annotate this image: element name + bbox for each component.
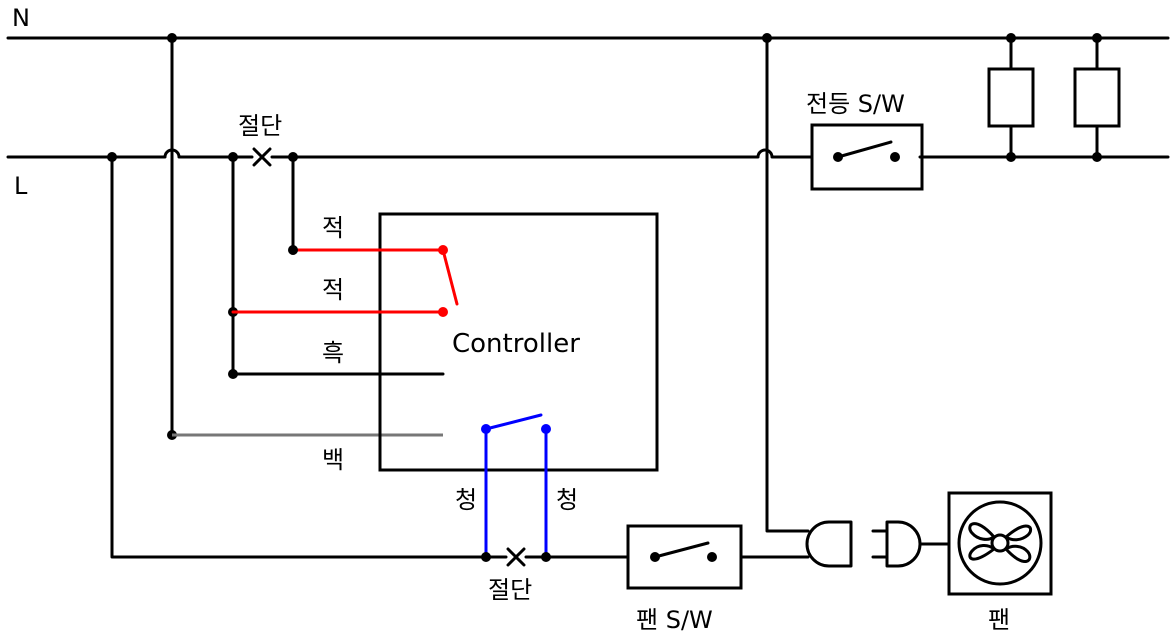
plug-icon <box>871 520 922 568</box>
wire-label-blue-right: 청 <box>556 486 578 514</box>
lamp-2 <box>1073 33 1121 162</box>
wire-label-red-2: 적 <box>322 276 344 304</box>
fan-icon <box>947 491 1053 596</box>
fan-switch-label: 팬 S/W <box>636 606 713 634</box>
blue-relay-contact <box>484 413 543 431</box>
live-line <box>6 148 1170 159</box>
wire-label-black: 흑 <box>322 339 344 367</box>
line-l-label: L <box>14 172 28 200</box>
controller-box <box>378 212 659 472</box>
light-switch-label: 전등 S/W <box>806 90 905 118</box>
fan-switch-box <box>626 524 743 590</box>
fan-label: 팬 <box>988 606 1010 634</box>
controller-label: Controller <box>452 329 580 359</box>
line-n-label: N <box>12 4 30 32</box>
lamp-1 <box>987 33 1035 162</box>
cut-mark-bottom <box>506 547 526 567</box>
neutral-drop-fan <box>765 36 810 533</box>
light-switch-box <box>810 123 924 191</box>
cut-label-bottom: 절단 <box>488 576 532 604</box>
wire-label-blue-left: 청 <box>455 486 477 514</box>
socket-icon <box>805 520 853 568</box>
wire-label-red-1: 적 <box>322 214 344 242</box>
cut-mark-top <box>252 147 272 167</box>
live-drop-fan <box>110 155 480 559</box>
cut-label-top: 절단 <box>238 112 282 140</box>
red-relay-contact <box>441 248 459 306</box>
wire-label-white: 백 <box>322 446 344 474</box>
